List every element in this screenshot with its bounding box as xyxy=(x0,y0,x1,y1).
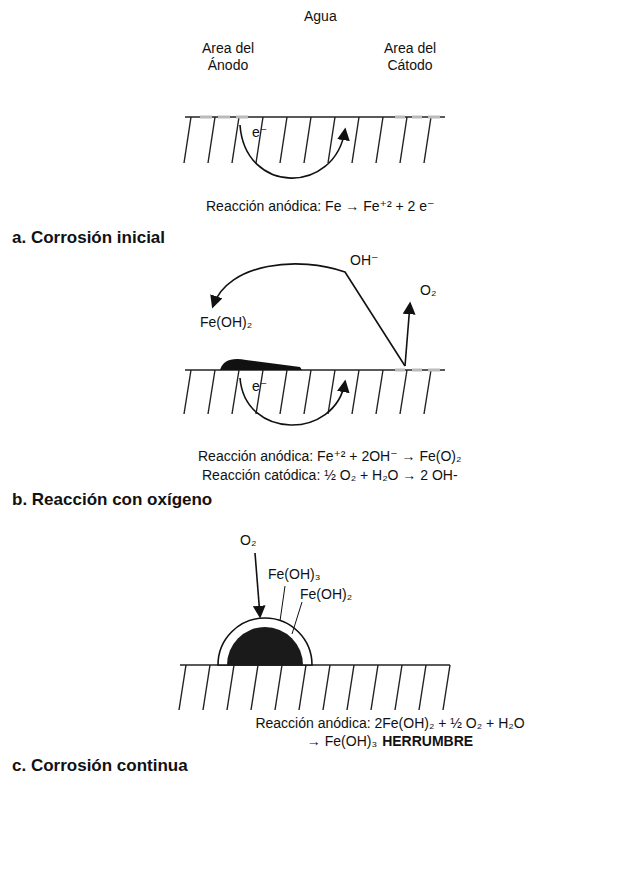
reaction-text: Reacción anódica: Fe⁺² + 2OH⁻ → Fe(O)₂ xyxy=(198,448,461,465)
panel-title: c. Corrosión continua xyxy=(12,756,188,776)
oxygen-label: O₂ xyxy=(420,282,436,299)
metal-surface xyxy=(184,117,445,163)
oxygen-arrow xyxy=(255,553,260,616)
reaction-text: Reacción anódica: Fe → Fe⁺² + 2 e⁻ xyxy=(206,198,434,215)
electron-label: e⁻ xyxy=(252,124,267,141)
product-name: HERRUMBRE xyxy=(382,733,473,749)
leader-line xyxy=(292,602,302,634)
electron-flow-arrow xyxy=(240,378,345,425)
surface-marks xyxy=(200,116,440,119)
electron-label: e⁻ xyxy=(252,378,267,395)
ion-label: OH⁻ xyxy=(350,252,378,269)
rust-shell xyxy=(218,618,312,665)
electron-flow-arrow xyxy=(240,125,345,178)
metal-surface xyxy=(184,370,445,414)
reaction-text: Reacción catódica: ½ O₂ + H₂O → 2 OH- xyxy=(202,467,458,484)
metal-surface xyxy=(179,665,450,710)
area-label: Area del Ánodo xyxy=(188,40,268,74)
hydroxide-deposit xyxy=(220,359,302,370)
oxygen-label: O₂ xyxy=(240,532,256,549)
iron-hydroxide-core xyxy=(227,627,303,665)
reaction-block: Reacción anódica: 2Fe(OH)₂ + ½ O₂ + H₂O … xyxy=(252,714,528,750)
compound-label: Fe(OH)₂ xyxy=(300,586,352,603)
medium-label: Agua xyxy=(304,8,337,25)
compound-label: Fe(OH)₃ xyxy=(268,566,320,583)
leader-line xyxy=(280,586,285,621)
area-label: Area del Cátodo xyxy=(370,40,450,74)
compound-label: Fe(OH)₂ xyxy=(200,314,252,331)
oxygen-arrow xyxy=(405,304,410,366)
panel-title: a. Corrosión inicial xyxy=(12,228,165,248)
surface-marks xyxy=(395,369,440,372)
panel-title: b. Reacción con oxígeno xyxy=(12,490,212,510)
